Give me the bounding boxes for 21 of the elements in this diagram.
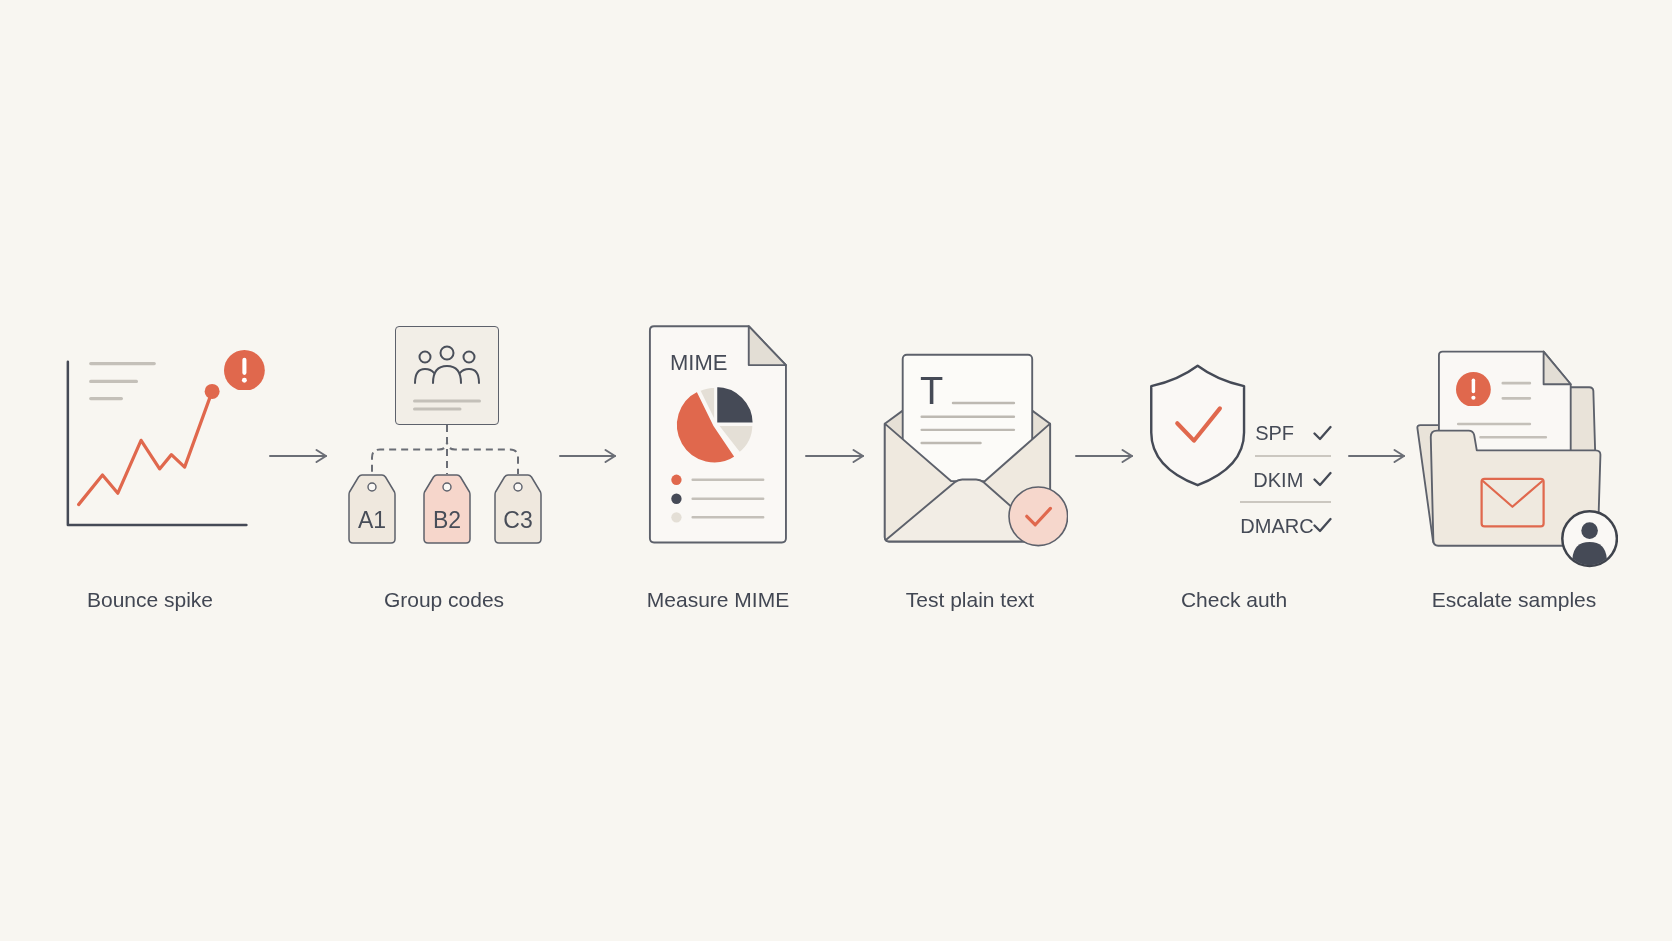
group-card xyxy=(395,326,499,425)
tag-code: A1 xyxy=(357,507,387,533)
tag-code: C3 xyxy=(503,507,533,533)
auth-check-label: SPF xyxy=(1255,423,1295,444)
step-caption: Escalate samples xyxy=(1431,587,1597,613)
tag-code: B2 xyxy=(432,507,462,533)
arrow xyxy=(805,449,864,463)
letter-initial: T xyxy=(920,372,944,410)
auth-check-label: DKIM xyxy=(1253,469,1304,490)
arrow xyxy=(1075,449,1133,463)
arrow xyxy=(269,449,327,463)
step-caption: Check auth xyxy=(1180,587,1288,613)
step-caption: Test plain text xyxy=(905,587,1035,613)
step-caption: Measure MIME xyxy=(646,587,790,613)
auth-check-label: DMARC xyxy=(1240,516,1314,537)
dashed-connector xyxy=(446,424,519,475)
arrow xyxy=(1348,449,1405,463)
step-caption: Bounce spike xyxy=(86,587,214,613)
step-caption: Group codes xyxy=(383,587,505,613)
arrow xyxy=(559,449,616,463)
document-title: MIME xyxy=(670,352,728,374)
